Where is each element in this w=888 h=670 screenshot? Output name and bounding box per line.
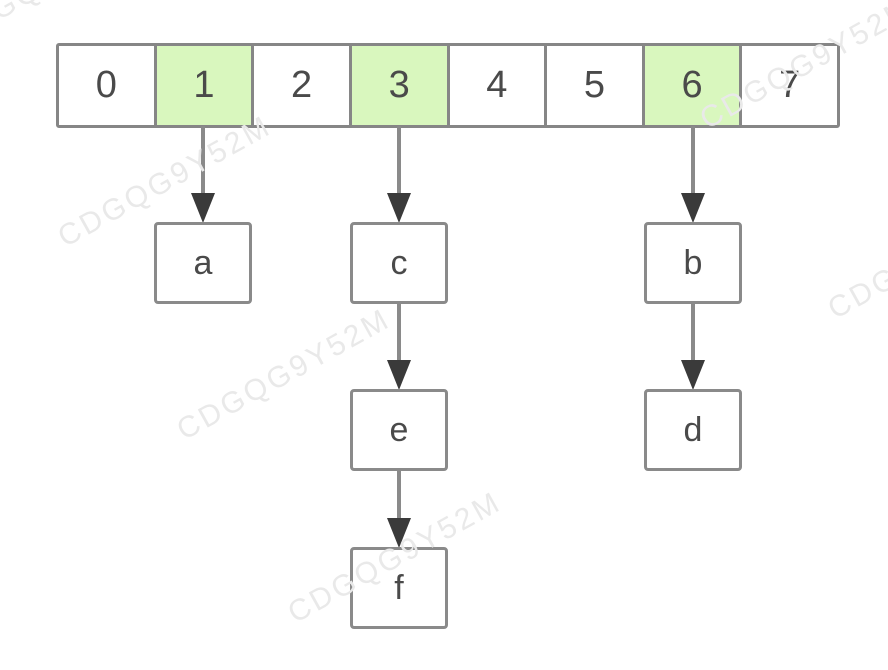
arrow-stem xyxy=(201,126,205,196)
array-cell-3: 3 xyxy=(351,46,450,125)
array-cell-7: 7 xyxy=(742,46,837,125)
arrow-down-icon xyxy=(681,360,705,390)
chain-node: f xyxy=(350,547,448,629)
arrow-stem xyxy=(397,469,401,521)
arrow-stem xyxy=(397,126,401,196)
chain-node: c xyxy=(350,222,448,304)
array-cell-4: 4 xyxy=(449,46,548,125)
arrow-down-icon xyxy=(681,193,705,223)
array-cell-5: 5 xyxy=(547,46,645,125)
array-cell-1: 1 xyxy=(156,46,255,125)
arrow-stem xyxy=(397,302,401,363)
arrow-down-icon xyxy=(191,193,215,223)
array-cell-0: 0 xyxy=(59,46,157,125)
arrow-down-icon xyxy=(387,193,411,223)
chain-node: b xyxy=(644,222,742,304)
bucket-array: 0 1 2 3 4 5 6 7 xyxy=(56,43,840,128)
arrow-down-icon xyxy=(387,518,411,548)
watermark-text: CDGQG9Y52M xyxy=(822,181,888,326)
chain-node: e xyxy=(350,389,448,471)
arrow-down-icon xyxy=(387,360,411,390)
arrow-stem xyxy=(691,302,695,363)
arrow-stem xyxy=(691,126,695,196)
chain-node: d xyxy=(644,389,742,471)
chain-node: a xyxy=(154,222,252,304)
array-cell-2: 2 xyxy=(254,46,352,125)
array-cell-6: 6 xyxy=(644,46,743,125)
